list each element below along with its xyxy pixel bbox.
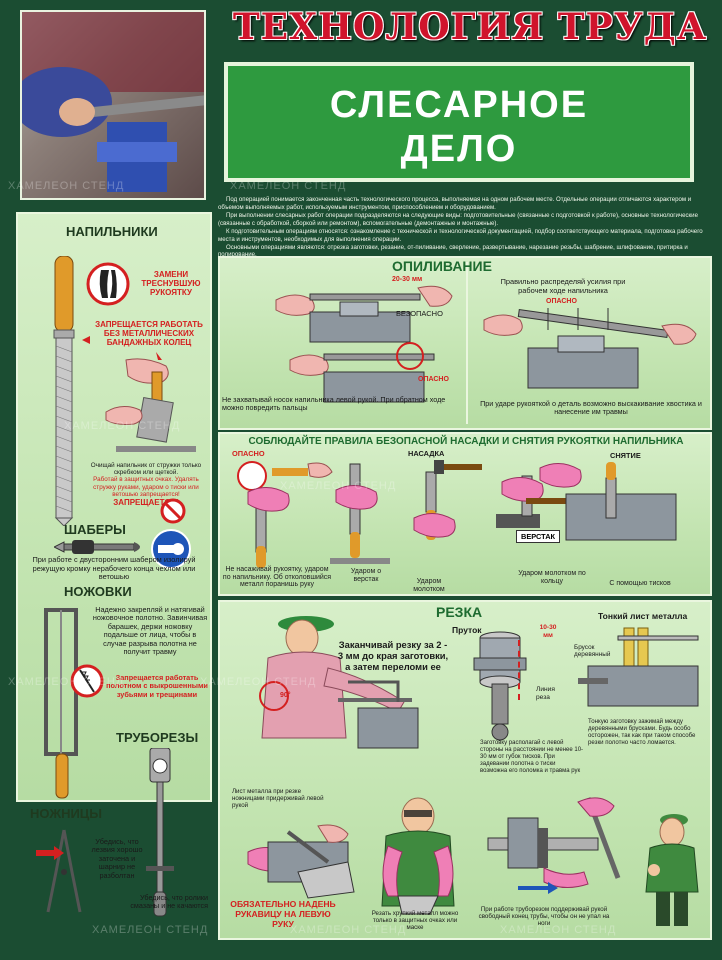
file-tool-icon [53, 256, 75, 526]
sheet-shears-illustration [247, 824, 355, 899]
scrapers-text: При работе с двусторонним шабером изолир… [32, 555, 196, 582]
watermark-2: ХАМЕЛЕОН СТЕНД [230, 180, 347, 192]
subtitle-banner: СЛЕСАРНОЕ ДЕЛО [224, 62, 694, 182]
hacksaw-tool-icon [44, 608, 78, 799]
cutting-finish-note: Заканчивай резку за 2 - 3 мм до края заг… [337, 639, 449, 672]
files-heading: НАПИЛЬНИКИ [66, 224, 158, 239]
clean-note-2: Работай в защитных очках. Удалять стружк… [93, 476, 199, 498]
filing-heading: ОПИЛИВАНИЕ [392, 258, 492, 274]
watermark-8: ХАМЕЛЕОН СТЕНД [290, 924, 407, 936]
intro-p4: Основными операциями являются: отрезка з… [218, 243, 688, 259]
intro-text: Под операцией понимается законченная час… [218, 196, 712, 268]
cutting-heading: РЕЗКА [436, 604, 483, 620]
handle-removal: СНЯТИЕ [610, 451, 641, 460]
filing-divider [466, 262, 468, 424]
filing-right-illustration [483, 308, 697, 389]
prohibit-icon [160, 498, 186, 524]
bench-label: ВЕРСТАК [516, 530, 561, 543]
handle-mounting: НАСАДКА [408, 449, 445, 458]
pipe-cutters-text: Убедись, что ролики смазаны и не качаютс… [130, 893, 208, 911]
filing-panel [218, 256, 712, 430]
watermark-1: ХАМЕЛЕОН СТЕНД [8, 180, 125, 192]
cracked-handle-icon [86, 262, 130, 306]
cutting-wood-bar: Брусок деревянный [574, 644, 611, 659]
scraper-sign-icon [151, 529, 191, 569]
scissors-arrow-icon [36, 850, 54, 856]
teeth-broken-icon [70, 664, 104, 698]
filing-danger: ОПАСНО [418, 376, 449, 383]
handle-caption-4: Ударом молотком по кольцу [518, 570, 586, 585]
filing-danger-right: ОПАСНО [546, 298, 577, 305]
clean-note-1: Очищай напильник от стружки только скреб… [90, 462, 202, 477]
handle-caption-3: Ударом молотком [413, 578, 445, 593]
rod-vice-illustration [473, 631, 527, 741]
handle-caption-2: Ударом о верстак [350, 568, 382, 583]
no-rings-warning: ЗАПРЕЩАЕТСЯ РАБОТАТЬ БЕЗ МЕТАЛЛИЧЕСКИХ Б… [95, 320, 203, 348]
cutting-sheet: Тонкий лист металла [598, 611, 688, 621]
watermark-6: ХАМЕЛЕОН СТЕНД [200, 676, 317, 688]
handle-heading: СОБЛЮДАЙТЕ ПРАВИЛА БЕЗОПАСНОЙ НАСАДКИ И … [248, 436, 684, 447]
cutting-rod: Пруток [452, 625, 482, 635]
watermark-5: ХАМЕЛЕОН СТЕНД [8, 676, 125, 688]
intro-p3: К подготовительным операциям относятся: … [218, 227, 703, 243]
watermark-9: ХАМЕЛЕОН СТЕНД [500, 924, 617, 936]
cutting-glove-warn: ОБЯЗАТЕЛЬНО НАДЕНЬ РУКАВИЦУ НА ЛЕВУЮ РУК… [230, 899, 336, 929]
filing-dim: 20-30 мм [392, 276, 423, 283]
handle-hit-illustration [105, 352, 196, 452]
pipe-cutter-tool-icon [146, 748, 174, 917]
scrapers-heading: ШАБЕРЫ [64, 522, 126, 537]
filing-safe: БЕЗОПАСНО [396, 309, 443, 318]
clean-file-note: Очищай напильник от стружки только скреб… [86, 462, 206, 507]
worker-pipe-illustration [645, 814, 699, 926]
replace-handle-text: ЗАМЕНИ ТРЕСНУВШУЮ РУКОЯТКУ [141, 270, 201, 298]
page-title: ТЕХНОЛОГИЯ ТРУДА [232, 6, 708, 48]
handle-danger: ОПАСНО [232, 449, 265, 458]
clean-note-3: ЗАПРЕЩАЕТСЯ! [113, 498, 179, 508]
handle-caption-5: С помощью тисков [609, 580, 671, 587]
cutting-cut-line: Линия реза [536, 686, 555, 701]
filing-note-bottom-right: При ударе рукояткой о деталь возможно вы… [480, 399, 702, 417]
cutting-brittle-note: Резать хрупкий металл можно только в защ… [371, 910, 459, 932]
pipe-cutter-illustration [487, 797, 621, 894]
scissors-heading: НОЖНИЦЫ [30, 806, 103, 821]
photo-filing [20, 10, 206, 200]
cutting-rod-dim: 10-30 мм [539, 624, 557, 639]
intro-p1: Под операцией понимается законченная час… [218, 196, 692, 211]
filing-note-top-right: Правильно распределяй усилия при рабочем… [500, 277, 626, 295]
thin-sheet-illustration [578, 627, 699, 707]
filing-danger-illustration [289, 342, 435, 403]
subtitle-line1: СЛЕСАРНОЕ [329, 84, 589, 126]
filing-note-left: Не захватывай носок напильника левой рук… [222, 395, 446, 413]
handle-caption-1: Не насаживай рукоятку, ударом по напильн… [222, 566, 332, 589]
cutting-blank-note: Заготовку располагай с левой стороны на … [480, 740, 584, 774]
cutting-angle: 90° [280, 692, 291, 699]
watermark-4: ХАМЕЛЕОН СТЕНД [280, 480, 397, 492]
cutting-sheet-note: Лист металла при резке ножницами придерж… [232, 788, 324, 810]
hacksaws-heading: НОЖОВКИ [64, 584, 132, 599]
hacksaws-warning: Запрещается работать полотном с выкрошен… [106, 673, 208, 699]
watermark-3: ХАМЕЛЕОН СТЕНД [64, 420, 181, 432]
handle-illustrations [237, 460, 677, 568]
filing-safe-illustration [275, 285, 453, 343]
cutting-pipe-note: При работе труборезом поддерживай рукой … [478, 906, 610, 928]
subtitle-line2: ДЕЛО [400, 128, 518, 170]
hacksaws-text: Надежно закрепляй и натягивай ножовочное… [92, 605, 208, 656]
scissors-text: Убедись, что лезвия хорошо заточена и ша… [91, 837, 143, 880]
cut-line-marker [518, 640, 522, 700]
pipe-cutters-heading: ТРУБОРЕЗЫ [116, 730, 199, 745]
worker-glasses-illustration [381, 797, 455, 915]
arrow-icon [82, 336, 90, 344]
scraper-tool-icon [54, 540, 140, 554]
intro-p2: При выполнении слесарных работ операции … [218, 211, 698, 227]
cutting-thin-note: Тонкую заготовку зажимай между деревянны… [588, 718, 696, 746]
worker-saw-illustration [259, 616, 419, 749]
scissors-arrowhead-icon [54, 846, 64, 860]
watermark-7: ХАМЕЛЕОН СТЕНД [92, 924, 209, 936]
scissors-tool-icon [46, 829, 82, 913]
